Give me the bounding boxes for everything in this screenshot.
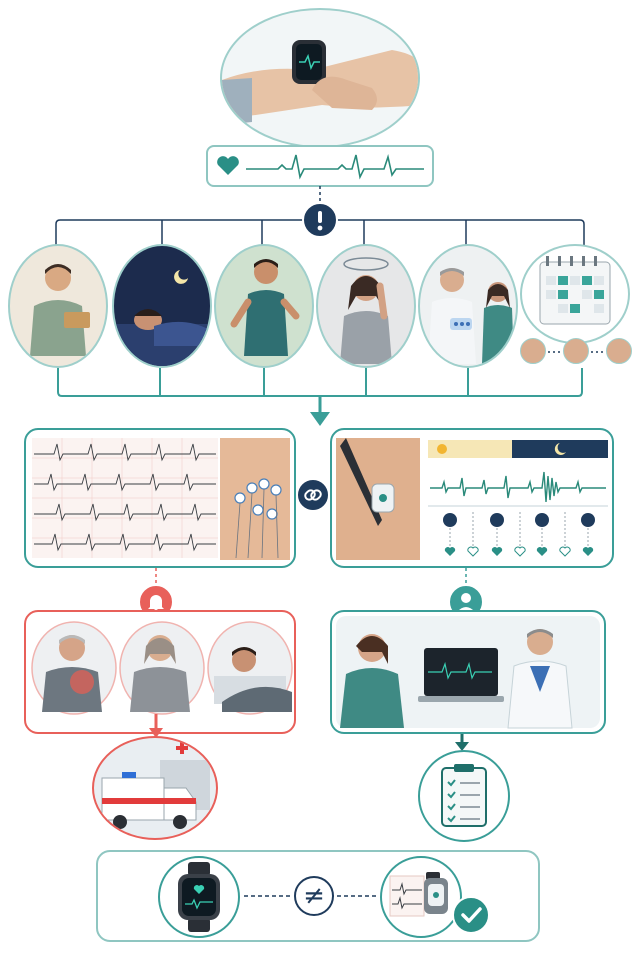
- link-icon: [296, 478, 330, 512]
- patient-thumb-3: [606, 338, 632, 364]
- merge-connector: [57, 368, 583, 426]
- bed-icon-2: [581, 513, 595, 527]
- doctor-medication-photo: [418, 244, 518, 368]
- ambulance-photo: [92, 736, 218, 840]
- mid-connectors: [155, 568, 467, 588]
- holter-ecg-trace: [430, 471, 606, 503]
- doctor-consultation-box: [330, 610, 606, 734]
- comparison-dashes: [244, 895, 378, 897]
- thumb-dots: [548, 351, 604, 353]
- emergency-symptoms-box: [24, 610, 296, 734]
- desk-icon: [490, 513, 504, 527]
- running-photo: [214, 244, 314, 368]
- exclamation-icon: [302, 202, 338, 238]
- resting-reading-photo: [8, 244, 108, 368]
- patient-thumb-1: [520, 338, 546, 364]
- patient-thumb-2: [563, 338, 589, 364]
- to-report-arrow: [455, 734, 469, 751]
- checkmark-icon: [452, 896, 490, 934]
- walking-icon: [535, 513, 549, 527]
- not-equal-icon: ≠: [294, 876, 334, 916]
- moon-icon: [554, 443, 566, 455]
- twelve-lead-ecg-box: [24, 428, 296, 568]
- bed-icon-1: [443, 513, 457, 527]
- holter-patch-icon: [380, 856, 462, 938]
- dizziness-headache-photo: [316, 244, 416, 368]
- checklist-report-icon: [418, 750, 510, 842]
- to-ambulance-arrow: [149, 714, 163, 738]
- not-equal-symbol: ≠: [303, 881, 325, 911]
- wrist-smartwatch-photo: [220, 8, 420, 148]
- sleeping-photo: [112, 244, 212, 368]
- smartwatch-icon: [158, 856, 240, 938]
- sun-icon: [437, 444, 447, 454]
- holter-monitor-box: [330, 428, 614, 568]
- ecg-strip-box: [206, 145, 434, 187]
- heart-icon: [217, 156, 239, 175]
- ecg-trace: [246, 154, 424, 180]
- calendar-icon: [520, 244, 630, 344]
